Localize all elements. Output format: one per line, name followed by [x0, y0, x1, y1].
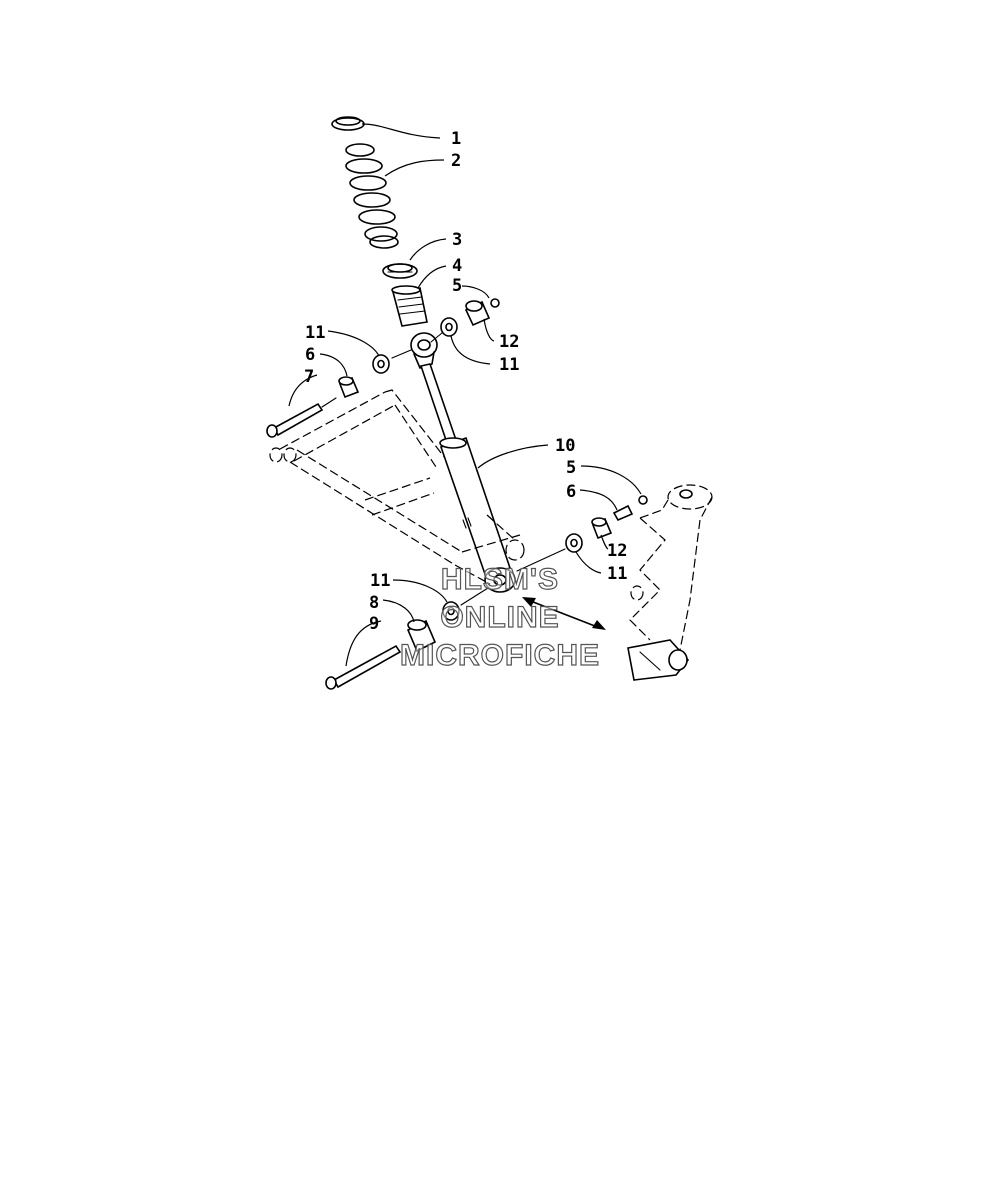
callout-8: 8	[369, 593, 379, 613]
direction-arrow	[522, 597, 606, 630]
lower-left-hardware	[325, 587, 489, 690]
callout-12-top: 12	[499, 332, 519, 352]
part-4-bump-stop	[391, 285, 428, 327]
callout-1: 1	[451, 129, 461, 149]
callout-11-right: 11	[607, 564, 627, 584]
callout-9: 9	[369, 614, 379, 634]
callout-5-right: 5	[566, 458, 576, 478]
upper-left-hardware	[266, 349, 412, 438]
part-10-shock-absorber	[419, 363, 516, 593]
callout-11-bottom: 11	[370, 571, 390, 591]
spindle-knuckle-reference	[627, 484, 713, 681]
a-arm-reference	[269, 389, 525, 585]
watermark-line-3: MICROFICHE	[400, 639, 600, 672]
shock-upper-eye	[410, 332, 438, 369]
part-3-spring-seat	[382, 263, 418, 279]
part-1-spring-retainer	[331, 116, 365, 131]
callout-5-top: 5	[452, 276, 462, 296]
callout-6-right: 6	[566, 482, 576, 502]
callout-7: 7	[304, 367, 314, 387]
callout-4: 4	[452, 256, 462, 276]
callout-3: 3	[452, 230, 462, 250]
watermark: HLSM'S ONLINE MICROFICHE	[399, 562, 600, 672]
callout-10: 10	[555, 436, 575, 456]
watermark-line-1: HLSM'S	[441, 563, 559, 596]
callout-2: 2	[451, 151, 461, 171]
callout-numbers: 1 2 3 4 5 12 11 11 6 7 10 5 6 12 11 11 8…	[304, 129, 627, 634]
upper-right-hardware	[430, 298, 500, 343]
callout-11-top-right: 11	[499, 355, 519, 375]
callout-12-right: 12	[607, 541, 627, 561]
watermark-line-2: ONLINE	[440, 601, 559, 634]
part-2-coil-spring	[345, 143, 399, 249]
leader-lines	[288, 123, 642, 667]
callout-6-left: 6	[305, 345, 315, 365]
callout-11-top-left: 11	[305, 323, 325, 343]
lower-right-hardware	[516, 495, 648, 572]
